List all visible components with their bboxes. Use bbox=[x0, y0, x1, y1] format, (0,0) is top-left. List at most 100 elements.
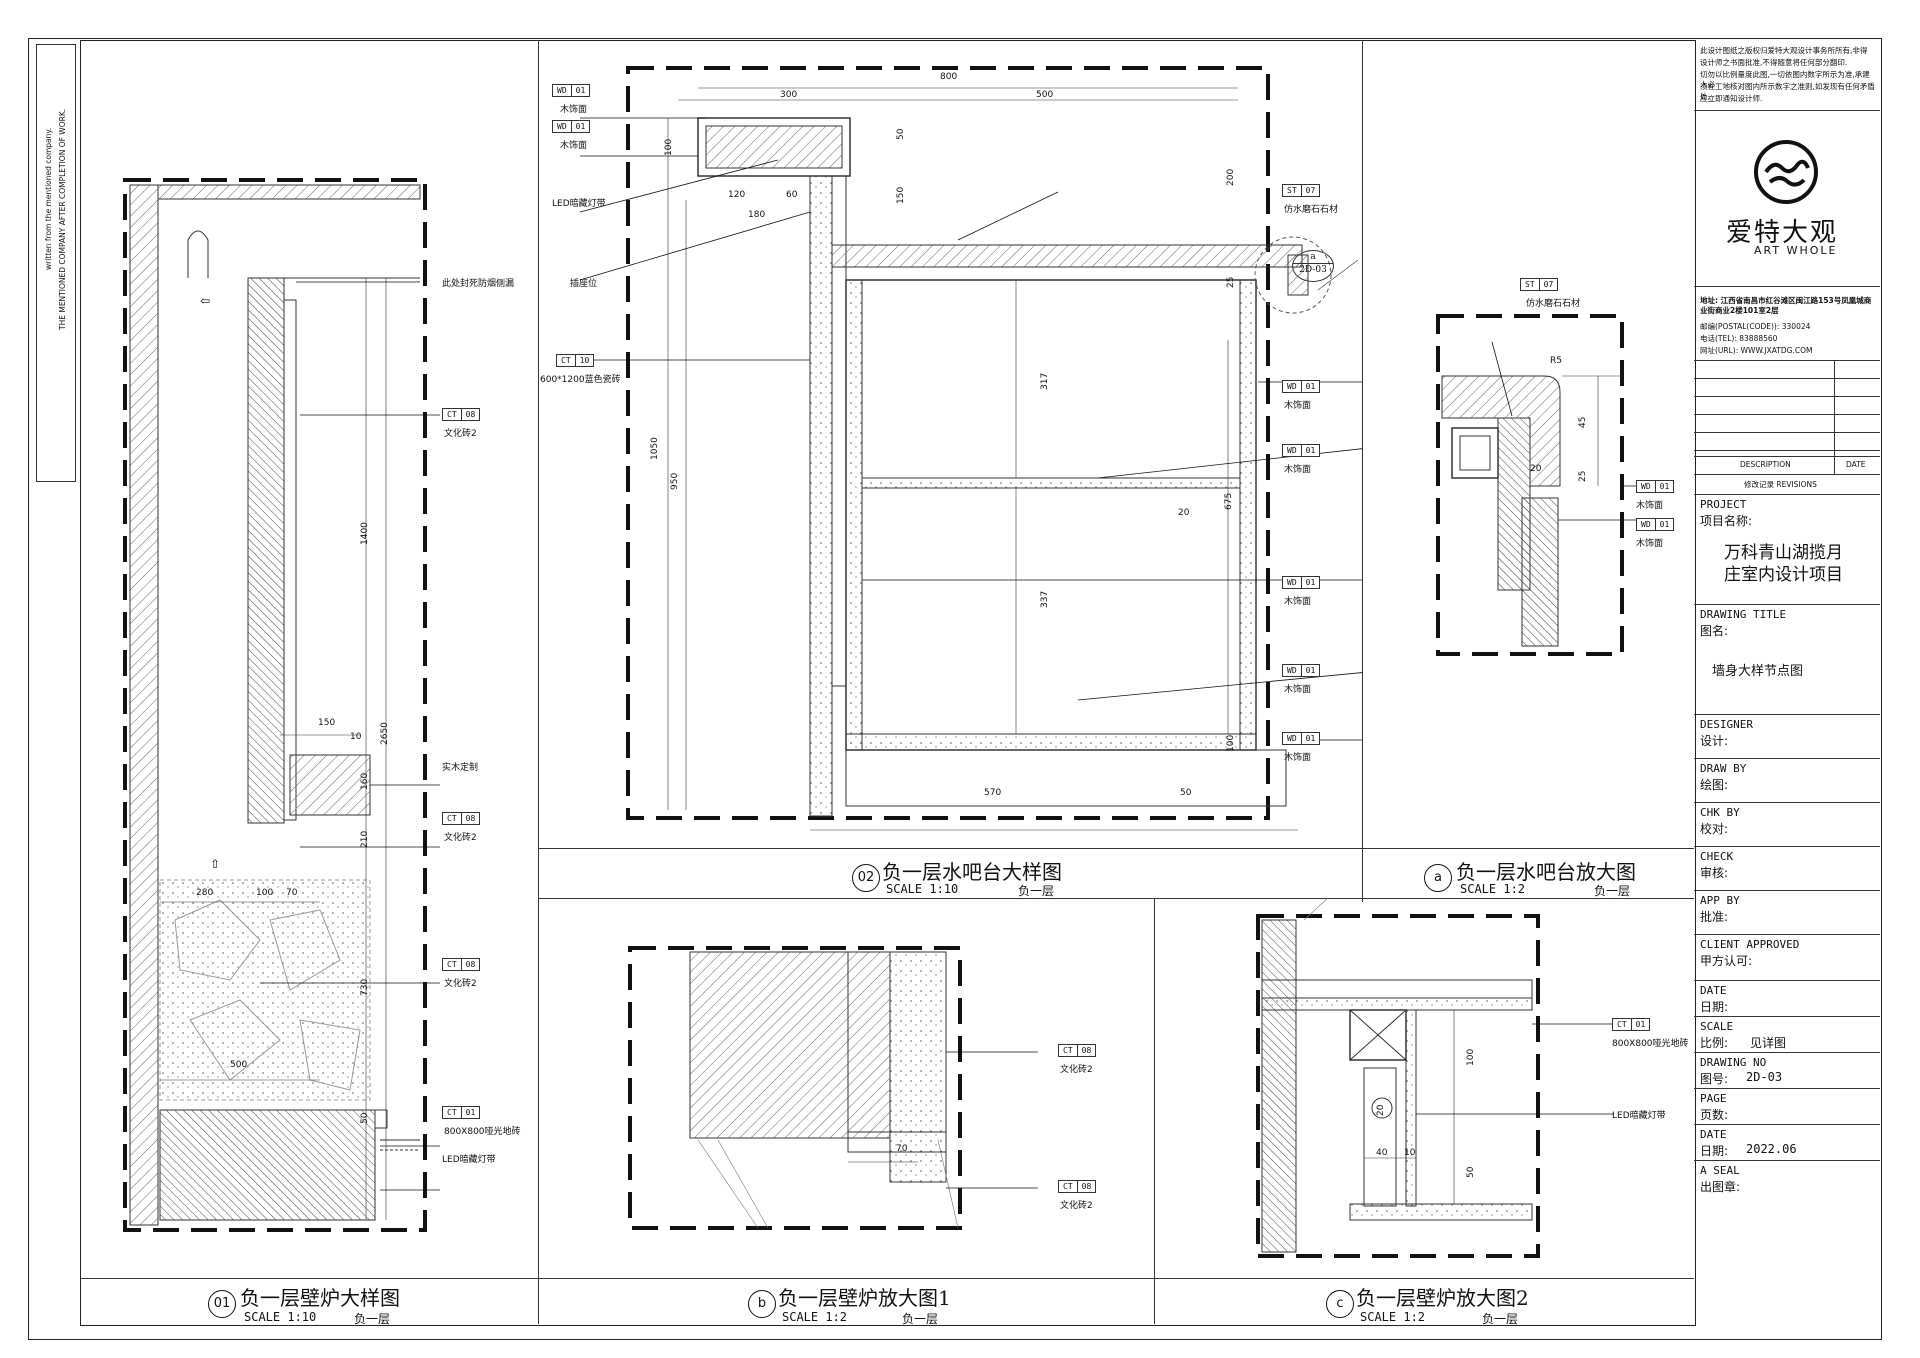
p01-note-ct08-b: 文化砖2 bbox=[444, 833, 477, 843]
brand-name-cn: 爱特大观 bbox=[1726, 218, 1839, 248]
tag-num: 08 bbox=[1076, 1045, 1096, 1056]
p01-circle: 01 bbox=[208, 1290, 236, 1318]
tag-num: 07 bbox=[1538, 279, 1558, 290]
pa-note-wd01-a: 木饰面 bbox=[1636, 501, 1664, 511]
drawing-title: 墙身大样节点图 bbox=[1712, 664, 1804, 679]
pc-dim-50: 50 bbox=[1466, 1166, 1476, 1178]
project-name-2: 庄室内设计项目 bbox=[1724, 565, 1843, 585]
pc-floor: 负一层 bbox=[1482, 1312, 1519, 1326]
p02-dim-100b: 100 bbox=[1226, 734, 1236, 752]
p02-note-wd-r2: 木饰面 bbox=[1284, 465, 1312, 475]
p01-dim-280: 280 bbox=[196, 888, 214, 898]
side-note-2: THE MENTIONED COMPANY AFTER COMPLETION O… bbox=[58, 108, 67, 330]
tag-code: WD bbox=[1287, 446, 1297, 455]
designer-cn: 设计: bbox=[1700, 734, 1729, 748]
pc-dim-10: 10 bbox=[1404, 1148, 1416, 1158]
pc-scale: SCALE 1:2 bbox=[1360, 1310, 1426, 1324]
p01-title: 负一层壁炉大样图 bbox=[240, 1286, 400, 1310]
p01-dim-500: 500 bbox=[230, 1060, 248, 1070]
pa-drawing bbox=[1436, 314, 1662, 656]
tag-code: WD bbox=[557, 86, 567, 95]
p02-dim-180: 180 bbox=[748, 210, 766, 220]
p02-note-wd01-b: 木饰面 bbox=[560, 141, 588, 151]
rev-date: DATE bbox=[1846, 460, 1866, 469]
seal-cn: 出图章: bbox=[1700, 1180, 1741, 1194]
pa-dim-20: 20 bbox=[1530, 464, 1542, 474]
app-cn: 批准: bbox=[1700, 910, 1729, 924]
copyright-4: 须在工地核对图内所示数字之准则,如发现有任何矛盾处, bbox=[1700, 82, 1875, 101]
brand-name-en: ART WHOLE bbox=[1754, 244, 1838, 257]
tb-drawing-title-top bbox=[1694, 604, 1880, 605]
p01-scale: SCALE 1:10 bbox=[244, 1310, 317, 1324]
p01-note-ct08-c: 文化砖2 bbox=[444, 979, 477, 989]
p01-dim-10: 10 bbox=[350, 732, 362, 742]
tag-num: 01 bbox=[1300, 665, 1320, 676]
tag-code: WD bbox=[1287, 578, 1297, 587]
pa-note-st07: 仿水磨石石材 bbox=[1526, 299, 1581, 309]
date2-cn: 日期: bbox=[1700, 1144, 1729, 1158]
page-cn: 页数: bbox=[1700, 1108, 1729, 1122]
tb-chk-top bbox=[1694, 802, 1880, 803]
project-cn: 项目名称: bbox=[1700, 514, 1753, 528]
tb-designer-top bbox=[1694, 714, 1880, 715]
tb-date-top bbox=[1694, 980, 1880, 981]
p02-dim-25: 25 bbox=[1226, 276, 1236, 288]
tb-app-top bbox=[1694, 890, 1880, 891]
tb-date2-top bbox=[1694, 1124, 1880, 1125]
p02-note-ct10: 600*1200蓝色瓷砖 bbox=[540, 375, 621, 385]
draw-en: DRAW BY bbox=[1700, 762, 1747, 775]
p01-note-ct01: 800X800哑光地砖 bbox=[444, 1127, 521, 1137]
divider-v2 bbox=[1362, 40, 1363, 902]
title-block: 此设计图纸之版权归爱特大观设计事务所所有,非得 设计师之书面批准,不得随意将任何… bbox=[1694, 40, 1880, 1324]
divider-h3 bbox=[80, 1278, 1694, 1279]
tag-code: CT bbox=[1063, 1182, 1073, 1191]
tag-code: CT bbox=[447, 410, 457, 419]
tag-num: 01 bbox=[460, 1107, 480, 1118]
tag-code: CT bbox=[561, 356, 571, 365]
designer-en: DESIGNER bbox=[1700, 718, 1753, 731]
pa-floor: 负一层 bbox=[1594, 884, 1631, 898]
pc-dim-40: 40 bbox=[1376, 1148, 1388, 1158]
tb-rev-label-top bbox=[1694, 474, 1880, 475]
pc-dim-100: 100 bbox=[1466, 1048, 1476, 1066]
tag-code: CT bbox=[447, 960, 457, 969]
p01-note-ct08-a: 文化砖2 bbox=[444, 429, 477, 439]
tag-code: WD bbox=[1287, 734, 1297, 743]
p02-title: 负一层水吧台大样图 bbox=[882, 860, 1062, 884]
tb-dno-top bbox=[1694, 1052, 1880, 1053]
tag-num: 08 bbox=[460, 813, 480, 824]
p01-dim-100: 100 bbox=[256, 888, 274, 898]
project-en: PROJECT bbox=[1700, 498, 1747, 511]
p01-dim-70: 70 bbox=[286, 888, 298, 898]
tag-code: WD bbox=[557, 122, 567, 131]
p02-note-wd-r4: 木饰面 bbox=[1284, 685, 1312, 695]
project-name-1: 万科青山湖揽月 bbox=[1724, 543, 1843, 563]
p02-dim-50b: 50 bbox=[1180, 788, 1192, 798]
p02-dim-317: 317 bbox=[1040, 372, 1050, 390]
tb-page-top bbox=[1694, 1088, 1880, 1089]
rev-description: DESCRIPTION bbox=[1740, 460, 1791, 469]
p02-dim-100: 100 bbox=[664, 138, 674, 156]
p02-floor: 负一层 bbox=[1018, 884, 1055, 898]
tag-code: WD bbox=[1641, 520, 1651, 529]
pc-note-ct01: 800X800哑光地砖 bbox=[1612, 1039, 1689, 1049]
draw-cn: 绘图: bbox=[1700, 778, 1729, 792]
p01-drawing: ⇦ ⇧ bbox=[123, 178, 440, 1232]
tag-num: 01 bbox=[1654, 481, 1674, 492]
p01-dim-50: 50 bbox=[360, 1112, 370, 1124]
pb-drawing bbox=[628, 946, 1038, 1230]
dno-cn: 图号: bbox=[1700, 1072, 1729, 1086]
tb-rev-3 bbox=[1694, 396, 1880, 397]
callout-ref: 2D-03 bbox=[1293, 263, 1333, 276]
pc-dim-20: 20 bbox=[1376, 1104, 1386, 1116]
p01-dim-210: 210 bbox=[360, 830, 370, 848]
tb-rev-head bbox=[1694, 456, 1880, 457]
